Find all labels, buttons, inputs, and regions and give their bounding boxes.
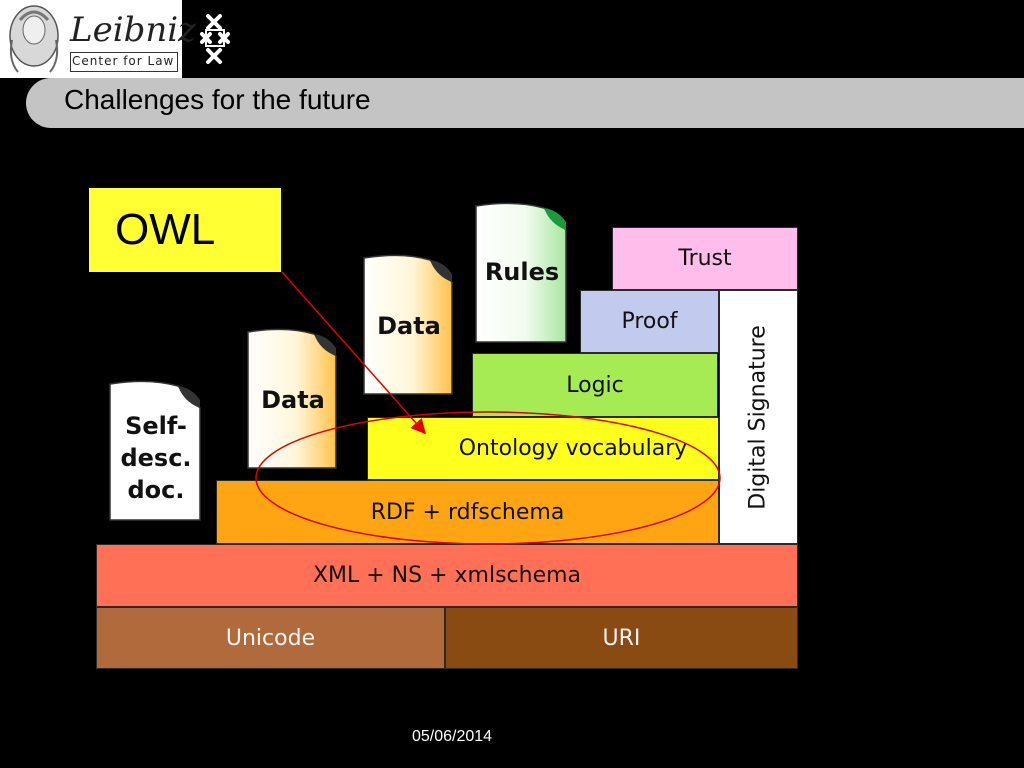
slide-title-bar: Challenges for the future xyxy=(26,78,1024,128)
self-desc-doc-label: Self- desc. doc. xyxy=(120,412,192,504)
leibniz-portrait-icon xyxy=(9,5,59,73)
footer-date: 05/06/2014 xyxy=(411,728,493,745)
logo-wordmark: Leibniz xyxy=(70,10,197,50)
logo-subtext: Center for Law xyxy=(72,54,175,68)
rules-doc-label: Rules xyxy=(484,258,560,286)
document-icon xyxy=(475,202,567,343)
layer-xml-ns-xmlschema: XML + NS + xmlschema xyxy=(96,544,798,607)
data-doc-2-label: Data xyxy=(377,312,441,340)
leibniz-logo: Leibniz Center for Law xyxy=(0,0,196,78)
layer-digital-signature: Digital Signature xyxy=(719,290,798,544)
data-doc-2: Data xyxy=(362,254,456,396)
rules-doc: Rules xyxy=(474,202,570,344)
document-icon xyxy=(109,380,201,521)
document-icon xyxy=(247,328,337,469)
layer-unicode: Unicode xyxy=(96,607,445,669)
layer-proof: Proof xyxy=(580,290,719,353)
slide-title: Challenges for the future xyxy=(64,84,371,115)
data-doc-1-label: Data xyxy=(261,386,325,414)
layer-trust: Trust xyxy=(612,227,798,290)
logo-subtext-frame xyxy=(70,52,178,72)
data-doc-1: Data xyxy=(246,328,340,470)
layer-rdf-rdfschema: RDF + rdfschema xyxy=(216,480,719,544)
owl-arrow xyxy=(281,271,426,435)
self-desc-doc: Self- desc. doc. xyxy=(108,380,204,522)
layer-ontology-vocabulary: Ontology vocabulary xyxy=(367,417,719,480)
highlight-ellipse xyxy=(255,411,721,545)
owl-callout: OWL xyxy=(89,188,281,272)
document-icon xyxy=(363,254,453,395)
layer-uri: URI xyxy=(445,607,798,669)
uva-crosses-icon xyxy=(200,14,230,64)
layer-logic: Logic xyxy=(472,353,718,417)
